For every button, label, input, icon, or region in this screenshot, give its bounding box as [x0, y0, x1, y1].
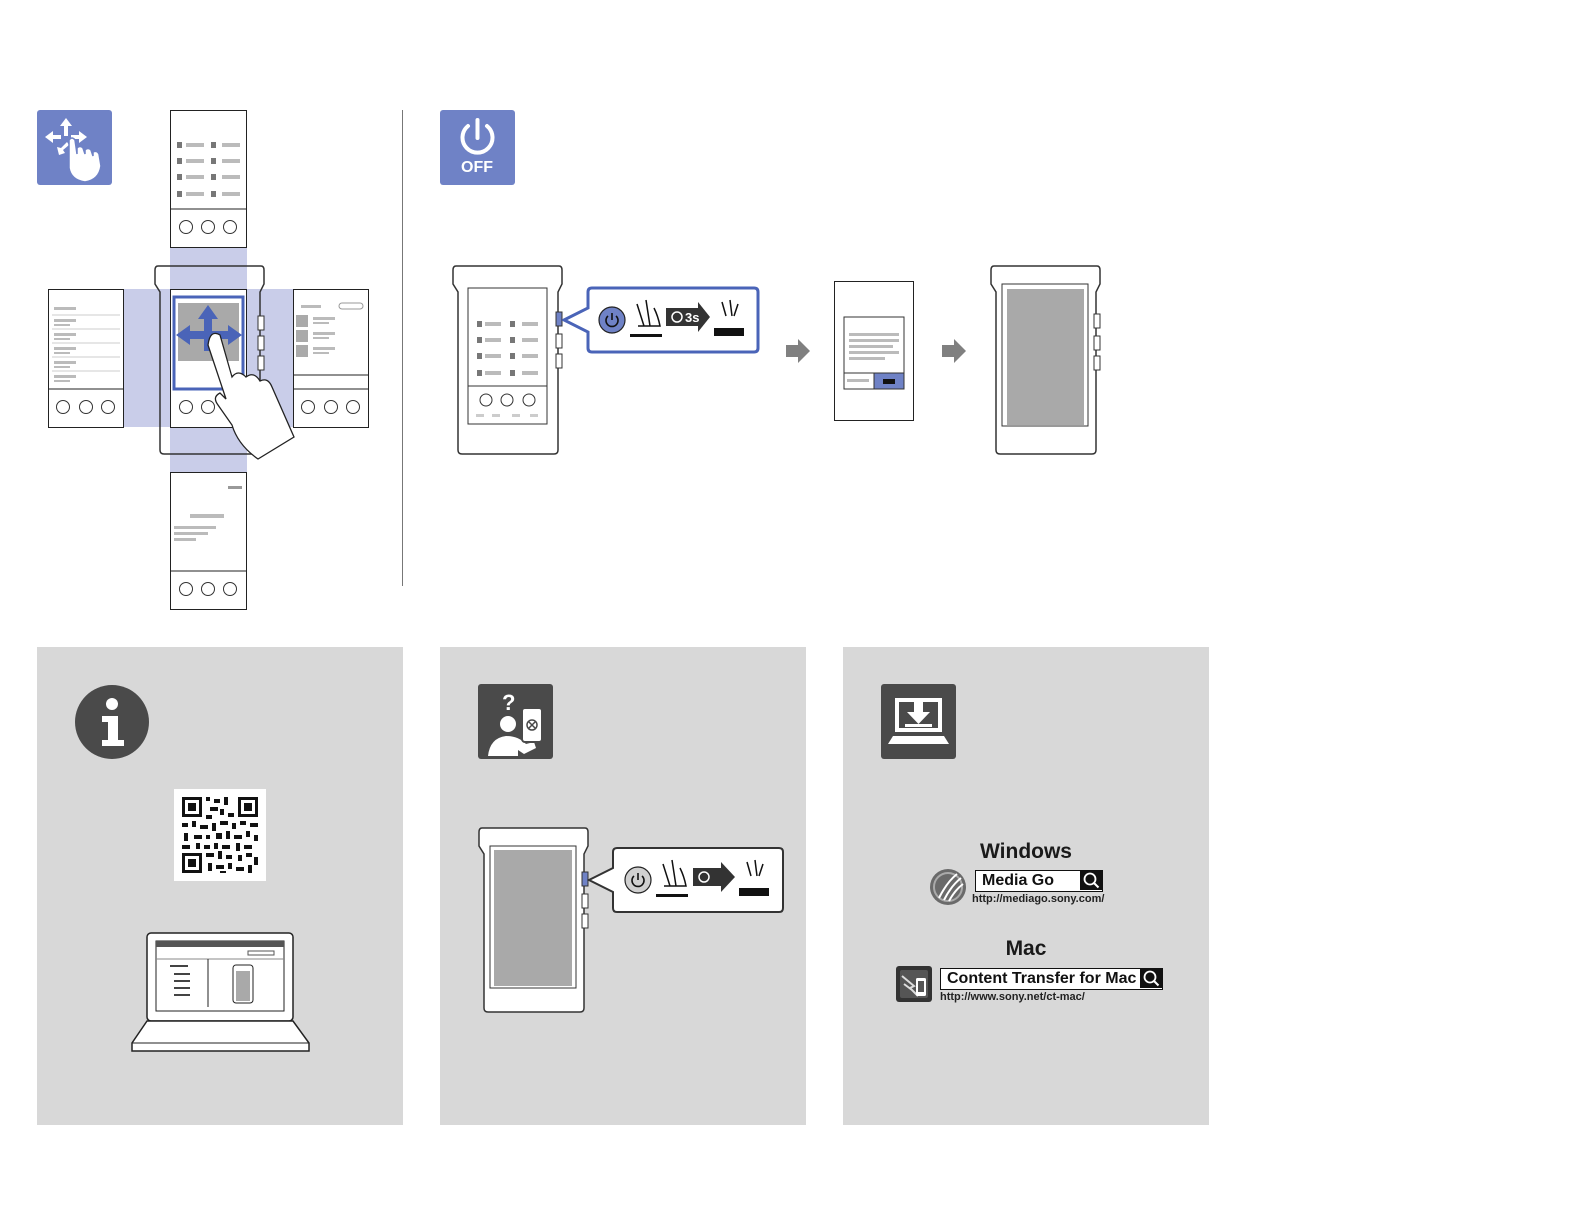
content-transfer-url[interactable]: http://www.sony.net/ct-mac/	[940, 991, 1085, 1003]
laptop-help-guide-illustration	[130, 931, 311, 1055]
info-icon	[74, 684, 150, 760]
windows-title: Windows	[940, 840, 1112, 864]
content-transfer-search-box[interactable]: Content Transfer for Mac	[940, 968, 1163, 990]
qr-code[interactable]	[174, 789, 266, 881]
press-hold-callout: 3s	[562, 286, 762, 356]
player-device-off	[988, 264, 1108, 458]
swipe-hand-icon	[198, 325, 308, 465]
search-icon[interactable]	[1080, 871, 1102, 890]
power-off-confirm-screen	[834, 281, 914, 421]
content-transfer-logo-icon	[896, 966, 932, 1002]
next-step-arrow-icon	[786, 339, 811, 363]
media-go-name: Media Go	[982, 872, 1054, 890]
home-menu-screen-top	[170, 110, 247, 248]
power-off-icon: OFF	[440, 110, 515, 185]
media-go-search-box[interactable]: Media Go	[975, 870, 1103, 892]
list-screen-left	[48, 289, 124, 428]
troubleshooting-icon: ?	[478, 684, 553, 759]
hold-time-label: 3s	[685, 310, 699, 325]
swipe-gesture-icon	[37, 110, 112, 185]
media-go-logo-icon	[929, 868, 967, 906]
player-device-home	[450, 264, 570, 458]
off-label: OFF	[461, 159, 493, 177]
search-icon-2[interactable]	[1140, 969, 1162, 988]
next-step-arrow-icon-2	[942, 339, 967, 363]
mac-title: Mac	[940, 937, 1112, 961]
press-power-callout	[587, 846, 787, 914]
settings-screen-bottom	[170, 472, 247, 610]
content-transfer-name: Content Transfer for Mac	[947, 970, 1136, 988]
player-device-reset	[476, 826, 596, 1016]
media-go-url[interactable]: http://mediago.sony.com/	[972, 893, 1104, 905]
svg-text:?: ?	[502, 690, 515, 715]
section-divider	[402, 110, 403, 586]
download-software-icon	[881, 684, 956, 759]
